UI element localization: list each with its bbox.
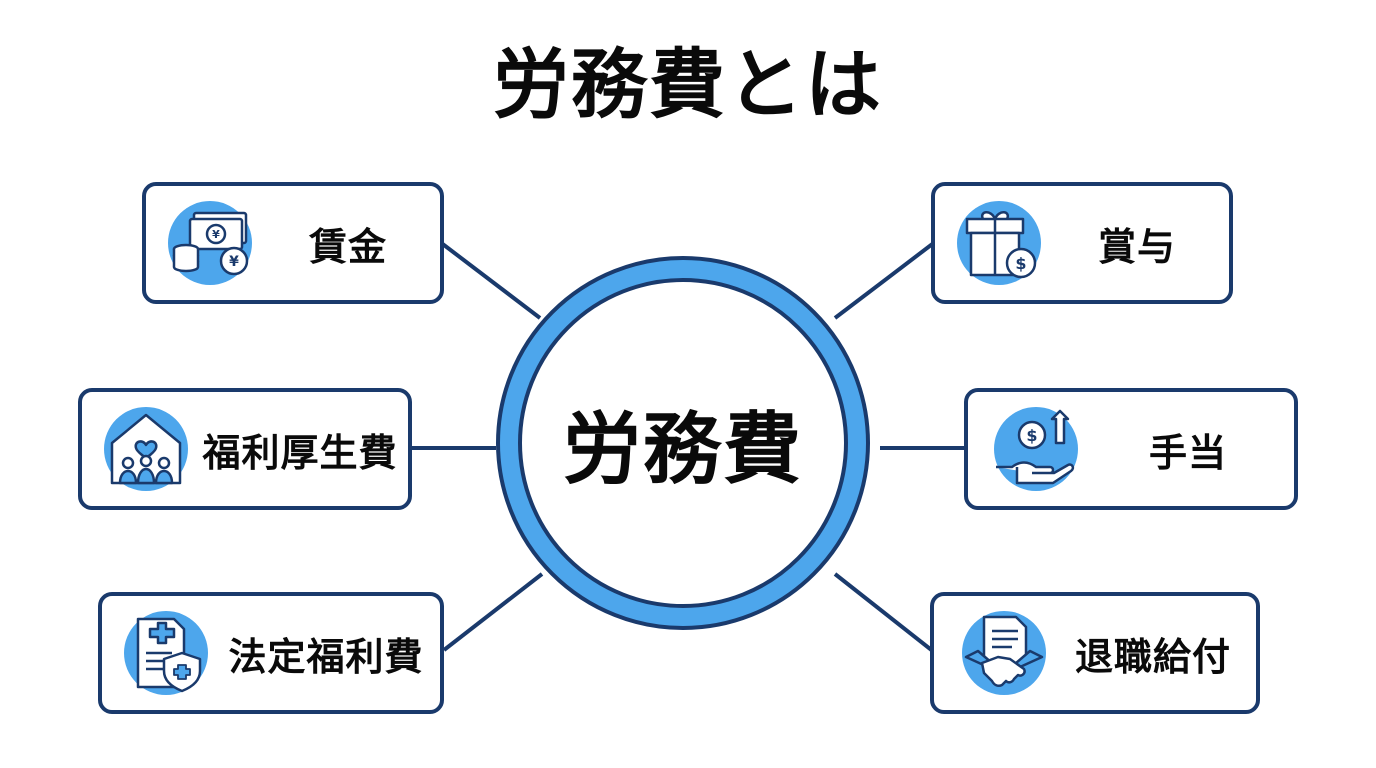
svg-text:¥: ¥ [212,228,220,241]
svg-text:$: $ [1026,426,1037,445]
money-yen-icon: ¥ ¥ [164,197,256,289]
node-chingin-label: 賃金 [308,224,387,269]
node-fukurikousei-label: 福利厚生費 [202,430,398,475]
node-taishoku: 退職給付 [930,592,1260,714]
medical-document-shield-icon [120,607,212,699]
handshake-document-icon [958,607,1050,699]
central-label: 労務費 [518,278,848,608]
connector-shouyo [833,240,937,320]
connector-houteifukuri [442,572,544,652]
node-shouyo-label: 賞与 [1097,224,1176,269]
house-family-icon [100,403,192,495]
svg-text:¥: ¥ [229,254,239,270]
central-circle: 労務費 [496,256,870,630]
node-chingin: ¥ ¥ 賃金 [142,182,444,304]
node-teate: $ 手当 [964,388,1298,510]
gift-coin-icon: $ [953,197,1045,289]
connector-chingin [438,240,542,320]
node-fukurikousei: 福利厚生費 [78,388,412,510]
page-title: 労務費とは [493,40,883,129]
node-taishoku-label: 退職給付 [1074,634,1231,679]
connector-taishoku [833,572,936,654]
node-teate-label: 手当 [1148,430,1227,475]
hand-coin-arrow-icon: $ [990,403,1082,495]
node-houteifukuri: 法定福利費 [98,592,444,714]
svg-text:$: $ [1015,254,1026,273]
node-houteifukuri-label: 法定福利費 [228,634,424,679]
node-shouyo: $ 賞与 [931,182,1233,304]
